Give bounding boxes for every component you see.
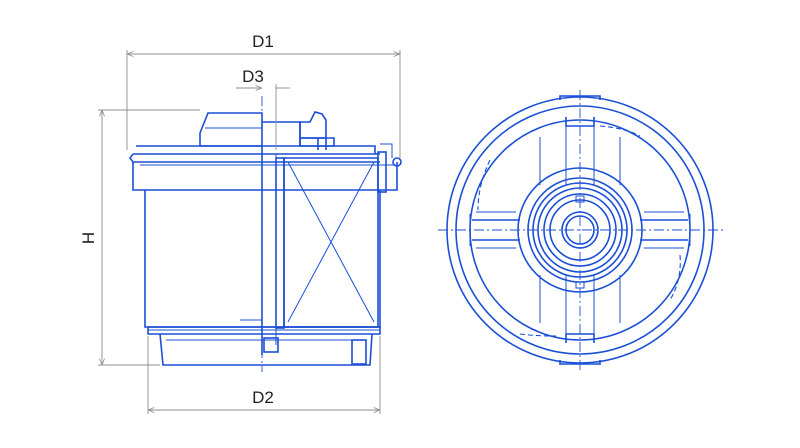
dimension-label-d3: D3: [242, 67, 264, 86]
dimension-lines: [98, 50, 401, 414]
dimension-label-h: H: [79, 232, 98, 244]
top-view: [438, 90, 724, 372]
dimension-label-d1: D1: [252, 32, 274, 51]
dimension-label-d2: D2: [252, 388, 274, 407]
side-view: [129, 96, 402, 372]
